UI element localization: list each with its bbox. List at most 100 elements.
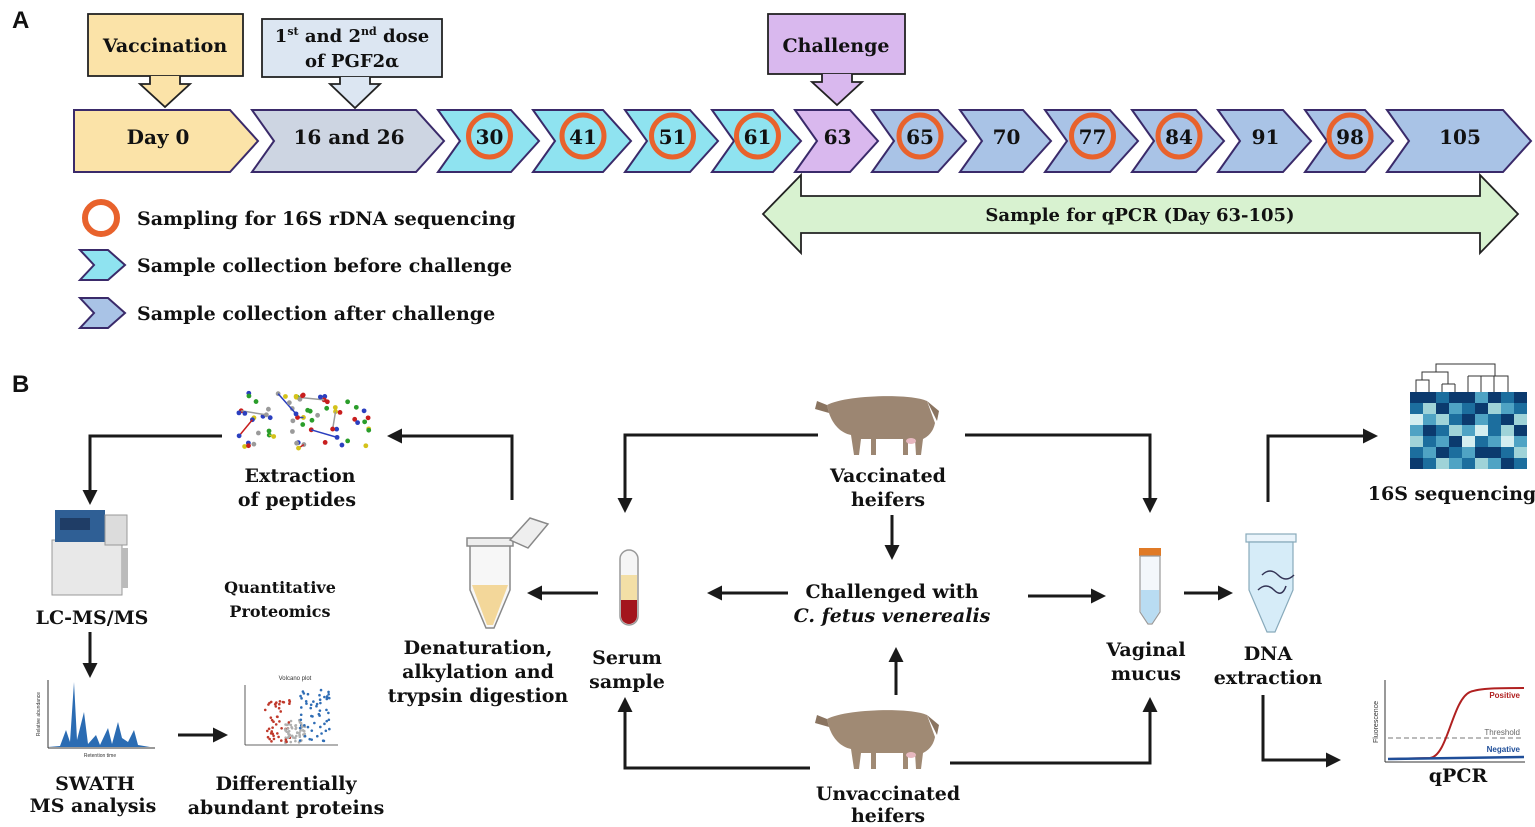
- challenged-label-2: C. fetus venerealis: [794, 605, 991, 627]
- peptide-molecule-icon: [236, 390, 372, 451]
- timeline-day-label: 63: [824, 125, 852, 149]
- dna-tube-icon: [1245, 533, 1297, 633]
- timeline-day-label: 70: [993, 125, 1021, 149]
- timeline-segment: [793, 109, 880, 173]
- sampling-circle-icon: [734, 112, 781, 160]
- ms-chromatogram-icon: Retention time Relative abundance: [36, 680, 155, 759]
- timeline-day-label: 84: [1165, 125, 1193, 149]
- arrow-dna-to-qpcr: [1261, 695, 1341, 768]
- timeline-segment: [1385, 109, 1533, 173]
- timeline-day-label: 65: [906, 125, 934, 149]
- pgf-label-line2: of PGF2α: [305, 51, 399, 72]
- panel-b-labels: Vaccinated heifers Challenged with C. fe…: [30, 465, 1535, 827]
- legend-after-chevron-icon: [77, 297, 127, 329]
- challenge-callout: Challenge: [767, 13, 906, 107]
- vaccinated-label-2: heifers: [851, 489, 925, 511]
- swath-label-2: MS analysis: [30, 795, 157, 817]
- timeline-day-label: 51: [659, 125, 687, 149]
- sampling-circle-icon: [896, 112, 944, 160]
- timeline-segment: [958, 109, 1053, 173]
- arrow-vacc-to-serum: [617, 433, 818, 513]
- timeline-segment: [870, 109, 968, 173]
- arrow-unvacc-to-serum: [617, 697, 810, 770]
- challenge-label: Challenge: [783, 35, 890, 57]
- timeline-segment: [250, 109, 446, 173]
- quant-label-2: Proteomics: [229, 602, 330, 621]
- timeline-day-label: 98: [1336, 125, 1364, 149]
- timeline-segment: [1130, 109, 1226, 173]
- sampling-circle-icon: [466, 112, 513, 160]
- qpcr-range-arrow: Sample for qPCR (Day 63-105): [761, 172, 1520, 256]
- legend-item-after: Sample collection after challenge: [137, 303, 495, 325]
- vaginal-label-2: mucus: [1111, 663, 1181, 685]
- heatmap-icon: [1410, 363, 1527, 469]
- vaginal-label-1: Vaginal: [1105, 639, 1185, 661]
- legend-circle-icon: [82, 199, 120, 237]
- legend: Sampling for 16S rDNA sequencing Sample …: [77, 199, 516, 329]
- arrow-unvacc-to-mucus: [950, 697, 1158, 765]
- arrow-vacc-to-mucus: [965, 433, 1158, 513]
- timeline-day-label: 77: [1079, 125, 1107, 149]
- qpcr-positive-label: Positive: [1489, 691, 1520, 700]
- mass-spectrometer-icon: [51, 510, 128, 596]
- vaccination-label: Vaccination: [102, 35, 227, 57]
- denat-label-2: alkylation and: [402, 661, 554, 683]
- timeline-segment: [531, 109, 633, 173]
- timeline-day-label: 105: [1439, 125, 1481, 149]
- serum-label-2: sample: [589, 671, 665, 693]
- timeline-segment: [1043, 109, 1140, 173]
- sampling-circle-icon: [1155, 112, 1203, 160]
- unvaccinated-label-1: Unvaccinated: [816, 783, 960, 805]
- vaccinated-cow-icon: [815, 396, 939, 455]
- sampling-circle-icon: [559, 112, 607, 160]
- qpcr-plot-icon: Positive Threshold Negative Fluorescence: [1373, 680, 1525, 763]
- pgf-callout: 1st and 2nd dose of PGF2α: [261, 18, 443, 110]
- challenged-label-1: Challenged with: [805, 581, 978, 603]
- qpcr-negative-label: Negative: [1487, 745, 1521, 754]
- volcano-plot-icon: Volcano plot: [244, 676, 338, 746]
- legend-item-sampling: Sampling for 16S rDNA sequencing: [137, 208, 516, 230]
- arrow-denat-to-extract: [387, 428, 514, 500]
- diff-label-1: Differentially: [215, 773, 357, 795]
- extraction-label-2: of peptides: [238, 489, 356, 511]
- unvaccinated-cow-icon: [815, 710, 939, 769]
- swath-label-1: SWATH: [55, 773, 135, 795]
- arrow-extract-to-lcms: [82, 434, 222, 505]
- timeline-day-label: 91: [1252, 125, 1280, 149]
- vaccination-callout: Vaccination: [87, 13, 244, 109]
- timeline-day-label: Day 0: [127, 125, 190, 149]
- pgf-label-line1: 1st and 2nd dose: [275, 25, 429, 47]
- timeline-segment: [1216, 109, 1313, 173]
- legend-before-chevron-icon: [77, 249, 127, 281]
- timeline-day-label: 16 and 26: [293, 125, 404, 149]
- legend-item-before: Sample collection before challenge: [137, 255, 512, 277]
- timeline-segment: [710, 109, 803, 173]
- quant-label-1: Quantitative: [224, 578, 336, 597]
- sampling-circle-icon: [649, 112, 696, 160]
- timeline-segment: [436, 109, 541, 173]
- qpcr-threshold-label: Threshold: [1484, 728, 1520, 737]
- arrow-dna-to-16s: [1266, 428, 1378, 502]
- qpcr-label: qPCR: [1429, 765, 1488, 787]
- panel-a-label: A: [12, 7, 29, 34]
- vaccinated-label-1: Vaccinated: [829, 465, 946, 487]
- denat-label-1: Denaturation,: [404, 637, 553, 659]
- serum-tube-icon: [619, 549, 639, 626]
- dna-label-2: extraction: [1214, 667, 1323, 689]
- volcano-title: Volcano plot: [279, 676, 312, 682]
- qpcr-ylabel: Fluorescence: [1373, 701, 1380, 743]
- timeline-segment: [623, 109, 720, 173]
- timeline-day-label: 41: [569, 125, 597, 149]
- seq16s-label: 16S sequencing: [1368, 483, 1535, 505]
- diff-label-2: abundant proteins: [188, 797, 385, 819]
- eppendorf-tube-icon: [466, 517, 550, 629]
- flow-arrows: [82, 428, 1378, 770]
- dna-label-1: DNA: [1244, 643, 1293, 665]
- conical-tube-icon: [1139, 548, 1161, 625]
- qpcr-range-label: Sample for qPCR (Day 63-105): [985, 205, 1294, 226]
- timeline-day-label: 61: [744, 125, 772, 149]
- serum-label-1: Serum: [592, 647, 662, 669]
- lcms-label: LC-MS/MS: [36, 607, 149, 629]
